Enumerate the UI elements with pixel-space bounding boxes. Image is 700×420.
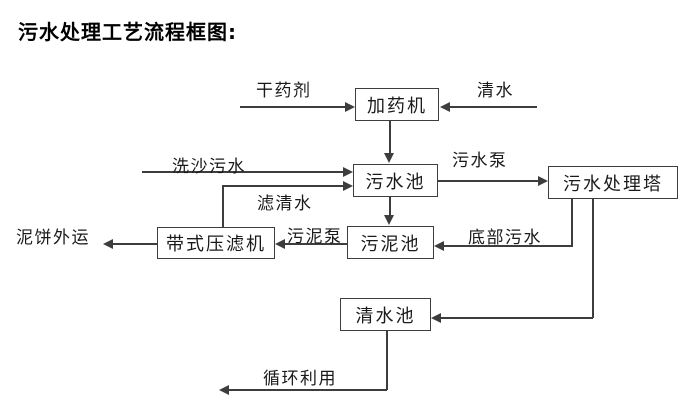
- arrowhead-right-icon: [538, 176, 548, 186]
- arrowhead-left-icon: [103, 239, 113, 249]
- edge-label: 滤清水: [257, 194, 313, 214]
- node-clean-water-pool: 清水池: [340, 298, 431, 331]
- edge-line: [592, 199, 594, 318]
- edge-line: [240, 106, 346, 108]
- arrowhead-left-icon: [219, 385, 229, 395]
- edge-label: 干药剂: [256, 81, 312, 101]
- edge-line: [389, 197, 391, 217]
- edge-line: [389, 121, 391, 155]
- edge-line: [222, 185, 344, 187]
- node-sludge-pool: 污泥池: [347, 226, 434, 259]
- edge-label: 底部污水: [468, 228, 542, 248]
- node-wastewater-pool: 污水池: [353, 164, 438, 197]
- edge-line: [449, 106, 537, 108]
- page-title: 污水处理工艺流程框图:: [18, 20, 237, 44]
- edge-line: [571, 199, 573, 246]
- edge-label: 循环利用: [263, 369, 337, 389]
- edge-line: [285, 243, 347, 245]
- arrowhead-right-icon: [345, 102, 355, 112]
- arrowhead-right-icon: [343, 181, 353, 191]
- edge-line: [386, 331, 388, 390]
- edge-label: 污泥泵: [287, 227, 343, 247]
- node-dosing-machine: 加药机: [355, 88, 439, 121]
- edge-label: 泥饼外运: [16, 228, 90, 248]
- node-treatment-tower: 污水处理塔: [548, 166, 678, 199]
- edge-label: 清水: [477, 81, 514, 101]
- arrowhead-down-icon: [384, 153, 394, 163]
- arrowhead-left-icon: [431, 313, 441, 323]
- edge-line: [142, 171, 344, 173]
- edge-line: [228, 389, 387, 391]
- arrowhead-right-icon: [343, 167, 353, 177]
- arrowhead-down-icon: [384, 215, 394, 225]
- edge-line: [444, 245, 573, 247]
- edge-line: [112, 243, 157, 245]
- arrowhead-left-icon: [275, 239, 285, 249]
- edge-line: [440, 317, 593, 319]
- arrowhead-left-icon: [434, 241, 444, 251]
- node-belt-filter-press: 带式压滤机: [157, 227, 275, 259]
- edge-line: [222, 186, 224, 227]
- edge-label: 污水泵: [452, 151, 508, 171]
- edge-line: [438, 180, 539, 182]
- arrowhead-left-icon: [440, 102, 450, 112]
- edge-label: 洗沙污水: [172, 157, 246, 177]
